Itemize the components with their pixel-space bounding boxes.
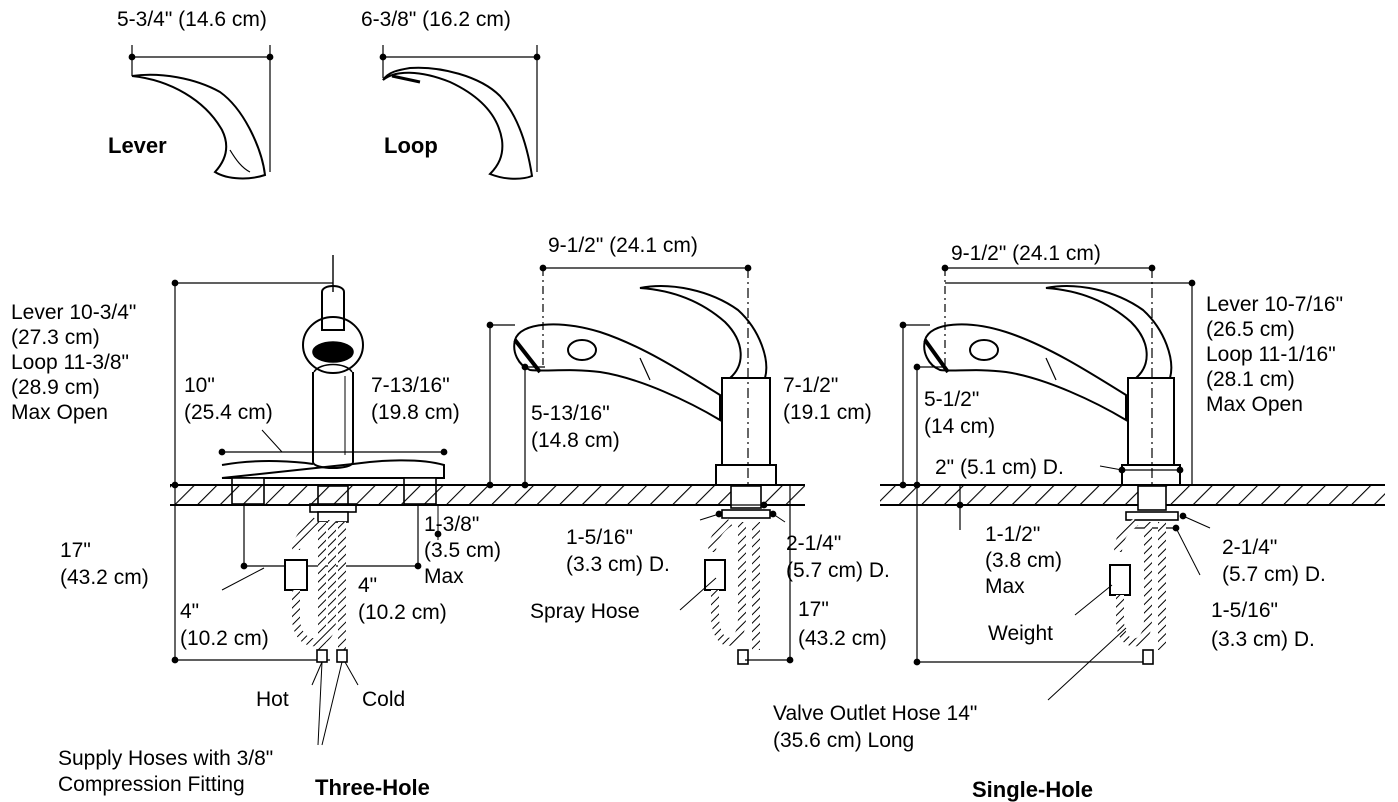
aerator-height-line: 5-13/16" bbox=[531, 402, 610, 425]
hose-right-line: 4" bbox=[358, 574, 378, 597]
single-shank-line: (3.3 cm) D. bbox=[1211, 628, 1315, 651]
body-height-line: 7-1/2" bbox=[783, 374, 839, 397]
outlet-hose-line: Valve Outlet Hose 14" bbox=[773, 702, 978, 725]
cold-label: Cold bbox=[362, 688, 406, 711]
single-nut-label: 2-1/4" (5.7 cm) D. bbox=[1222, 534, 1326, 588]
spout-height-line: 7-13/16" bbox=[371, 374, 450, 397]
plate-width-line: 10" bbox=[184, 374, 215, 397]
pullout-body-height-label: 7-1/2" (19.1 cm) bbox=[783, 372, 872, 426]
shank-line: (3.3 cm) D. bbox=[566, 553, 670, 576]
hose-left-line: 4" bbox=[180, 600, 200, 623]
shank-line: 1-5/16" bbox=[566, 526, 633, 549]
three-hole-height-line: Loop 11-3/8" bbox=[11, 351, 129, 374]
single-hole-height-line: Loop 11-1/16" bbox=[1206, 343, 1336, 366]
three-hole-height-line: Max Open bbox=[11, 401, 108, 424]
body-height-line: (19.1 cm) bbox=[783, 401, 872, 424]
single-hole-title: Single-Hole bbox=[972, 777, 1094, 802]
hose-left-label: 4" (10.2 cm) bbox=[180, 598, 269, 652]
three-hole-height-line: (28.9 cm) bbox=[11, 376, 100, 399]
single-deck-max-line: 1-1/2" bbox=[985, 523, 1041, 546]
single-hole-faucet-drawing bbox=[899, 264, 1211, 701]
weight-label: Weight bbox=[988, 622, 1053, 645]
three-hole-height-line: Lever 10-3/4" bbox=[11, 301, 137, 324]
spray-hose-label: Spray Hose bbox=[530, 600, 640, 623]
supply-hoses-line: Compression Fitting bbox=[58, 773, 245, 796]
single-deck-max-label: 1-1/2" (3.8 cm) Max bbox=[985, 522, 1062, 600]
loop-title: Loop bbox=[384, 133, 438, 158]
single-shank-line: 1-5/16" bbox=[1211, 599, 1278, 622]
single-base-label: 2" (5.1 cm) D. bbox=[935, 456, 1064, 479]
pullout-depth-line: (43.2 cm) bbox=[798, 627, 887, 650]
countertop-hatch-right bbox=[880, 485, 1385, 505]
spout-height-line: (19.8 cm) bbox=[371, 401, 460, 424]
three-hole-depth-line: 17" bbox=[60, 539, 91, 562]
single-nut-line: (5.7 cm) D. bbox=[1222, 563, 1326, 586]
countertop-hatch bbox=[170, 485, 805, 505]
pullout-depth-label: 17" (43.2 cm) bbox=[798, 595, 887, 653]
lever-width-label: 5-3/4" (14.6 cm) bbox=[117, 8, 267, 31]
hot-label: Hot bbox=[256, 688, 289, 711]
loop-width-label: 6-3/8" (16.2 cm) bbox=[361, 8, 511, 31]
pullout-shank-label: 1-5/16" (3.3 cm) D. bbox=[566, 524, 670, 578]
spout-height-label: 7-13/16" (19.8 cm) bbox=[371, 372, 460, 426]
plate-width-line: (25.4 cm) bbox=[184, 401, 273, 424]
loop-handle-drawing bbox=[379, 45, 541, 180]
nut-line: 2-1/4" bbox=[786, 532, 842, 555]
deck-max-line: (3.5 cm) bbox=[424, 539, 502, 562]
three-hole-depth-line: (43.2 cm) bbox=[60, 566, 149, 589]
single-hole-height-line: (28.1 cm) bbox=[1206, 368, 1295, 391]
plate-width-label: 10" (25.4 cm) bbox=[184, 372, 273, 426]
hose-right-label: 4" (10.2 cm) bbox=[358, 572, 447, 626]
nut-line: (5.7 cm) D. bbox=[786, 559, 890, 582]
three-hole-deck-max-label: 1-3/8" (3.5 cm) Max bbox=[424, 512, 501, 590]
single-nut-line: 2-1/4" bbox=[1222, 536, 1278, 559]
pullout-nut-label: 2-1/4" (5.7 cm) D. bbox=[786, 530, 890, 584]
single-aerator-line: (14 cm) bbox=[924, 415, 996, 438]
deck-max-line: 1-3/8" bbox=[424, 513, 480, 536]
single-hole-height-line: Max Open bbox=[1206, 393, 1303, 416]
deck-max-line: Max bbox=[424, 565, 464, 588]
single-deck-max-line: (3.8 cm) bbox=[985, 549, 1063, 572]
pullout-reach-label: 9-1/2" (24.1 cm) bbox=[548, 234, 698, 257]
single-aerator-line: 5-1/2" bbox=[924, 388, 980, 411]
supply-hoses-line: Supply Hoses with 3/8" bbox=[58, 747, 274, 770]
three-hole-title: Three-Hole bbox=[315, 775, 430, 800]
pullout-depth-line: 17" bbox=[798, 598, 829, 621]
hose-right-line: (10.2 cm) bbox=[358, 601, 447, 624]
outlet-hose-line: (35.6 cm) Long bbox=[773, 729, 915, 752]
valve-outlet-hose-label: Valve Outlet Hose 14" (35.6 cm) Long bbox=[773, 700, 977, 754]
hose-left-line: (10.2 cm) bbox=[180, 627, 269, 650]
single-hole-height-line: Lever 10-7/16" bbox=[1206, 293, 1344, 316]
lever-handle-drawing bbox=[128, 45, 274, 180]
supply-hoses-label: Supply Hoses with 3/8" Compression Fitti… bbox=[58, 746, 273, 798]
single-aerator-height-label: 5-1/2" (14 cm) bbox=[924, 386, 995, 440]
single-hole-height-line: (26.5 cm) bbox=[1206, 318, 1295, 341]
three-hole-height-label: Lever 10-3/4" (27.3 cm) Loop 11-3/8" (28… bbox=[11, 300, 136, 425]
single-hole-height-label: Lever 10-7/16" (26.5 cm) Loop 11-1/16" (… bbox=[1206, 292, 1343, 417]
single-hole-reach-label: 9-1/2" (24.1 cm) bbox=[951, 242, 1101, 265]
single-deck-max-line: Max bbox=[985, 575, 1025, 598]
lever-title: Lever bbox=[108, 133, 167, 158]
three-hole-depth-label: 17" (43.2 cm) bbox=[60, 537, 149, 591]
single-shank-label: 1-5/16" (3.3 cm) D. bbox=[1211, 596, 1315, 654]
pullout-faucet-drawing bbox=[486, 264, 794, 665]
pullout-aerator-height-label: 5-13/16" (14.8 cm) bbox=[531, 400, 620, 454]
aerator-height-line: (14.8 cm) bbox=[531, 429, 620, 452]
three-hole-height-line: (27.3 cm) bbox=[11, 326, 100, 349]
